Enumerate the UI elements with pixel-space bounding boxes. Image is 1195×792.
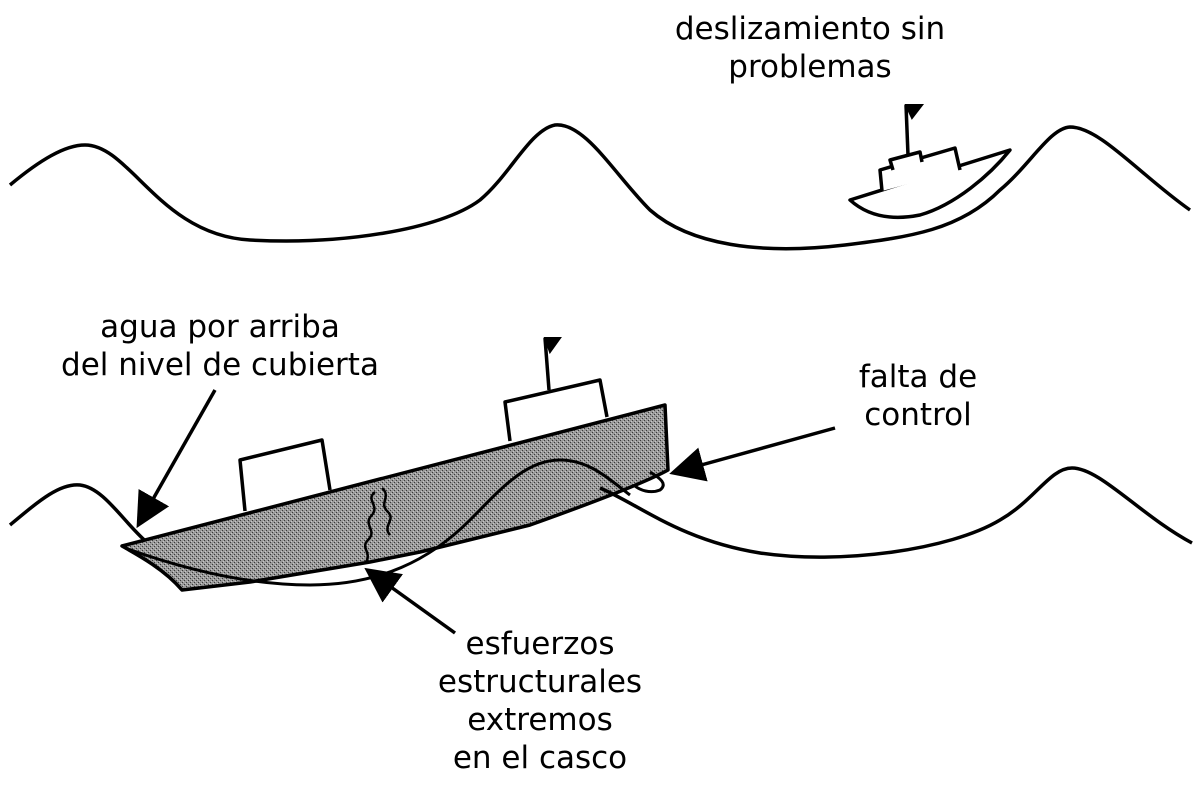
arrow-hull-stress	[364, 567, 457, 635]
label-water-over-deck: agua por arriba del nivel de cubierta	[30, 308, 410, 384]
big-ship-mast	[543, 337, 551, 391]
label-water-over-deck-line2: del nivel de cubierta	[61, 347, 379, 383]
hull-crack-icon	[363, 487, 392, 563]
big-ship-fore-cabin	[503, 378, 609, 442]
label-hull-stress-line1: esfuerzos	[465, 626, 615, 662]
big-ship-aft-cabin	[238, 438, 332, 512]
label-hull-stress-line3: extremos	[467, 702, 613, 738]
arrow-lack-of-control	[669, 426, 836, 482]
big-ship-hull	[120, 403, 670, 592]
label-hull-stress: esfuerzos estructurales extremos en el c…	[395, 625, 685, 777]
arrow-water-over-deck	[136, 389, 217, 529]
label-smooth-sliding-line2: problemas	[728, 49, 892, 85]
label-lack-of-control-line2: control	[864, 397, 972, 433]
label-lack-of-control-line1: falta de	[858, 359, 978, 395]
label-hull-stress-line4: en el casco	[452, 740, 628, 776]
label-lack-of-control: falta de control	[818, 358, 1018, 434]
small-ship	[848, 104, 1012, 220]
bow-tip	[634, 470, 665, 494]
bottom-wave-line-right	[599, 466, 1193, 559]
small-ship-lower-cabin	[888, 150, 924, 171]
big-ship-flag-icon	[543, 337, 562, 355]
small-ship-mast	[904, 104, 910, 156]
small-ship-hull	[848, 148, 1012, 220]
label-hull-stress-line2: estructurales	[437, 664, 643, 700]
small-ship-flag-icon	[904, 104, 925, 120]
top-wave-line	[8, 123, 1192, 251]
label-smooth-sliding: deslizamiento sin problemas	[650, 10, 970, 86]
label-water-over-deck-line1: agua por arriba	[100, 309, 340, 345]
big-ship-superstructure	[238, 337, 609, 512]
label-smooth-sliding-line1: deslizamiento sin	[674, 11, 946, 47]
bottom-wave-through-hull	[124, 458, 631, 587]
